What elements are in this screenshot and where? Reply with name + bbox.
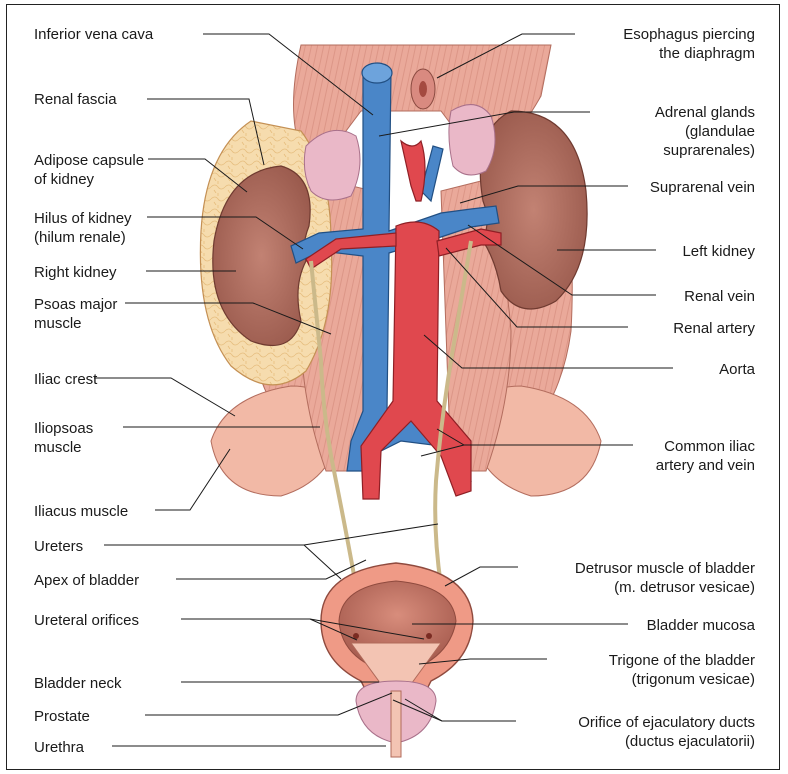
label-line: suprarenales) xyxy=(655,141,755,160)
label-line: Esophagus piercing xyxy=(623,25,755,44)
label-line: Left kidney xyxy=(682,242,755,261)
label-line: (m. detrusor vesicae) xyxy=(575,578,755,597)
label-line: muscle xyxy=(34,438,93,457)
label-line: Detrusor muscle of bladder xyxy=(575,559,755,578)
label-right-kidney: Right kidney xyxy=(34,263,117,282)
label-line: Iliopsoas xyxy=(34,419,93,438)
label-line: artery and vein xyxy=(656,456,755,475)
label-renal-fascia: Renal fascia xyxy=(34,90,117,109)
label-line: Iliacus muscle xyxy=(34,502,128,521)
label-line: Urethra xyxy=(34,738,84,757)
label-line: Bladder neck xyxy=(34,674,122,693)
label-ejaculatory-ducts: Orifice of ejaculatory ducts(ductus ejac… xyxy=(578,713,755,751)
label-line: Adrenal glands xyxy=(655,103,755,122)
label-line: Hilus of kidney xyxy=(34,209,132,228)
esophagus xyxy=(411,69,435,109)
label-bladder-mucosa: Bladder mucosa xyxy=(647,616,755,635)
label-line: Renal fascia xyxy=(34,90,117,109)
label-line: Apex of bladder xyxy=(34,571,139,590)
label-apex-of-bladder: Apex of bladder xyxy=(34,571,139,590)
label-renal-artery: Renal artery xyxy=(673,319,755,338)
label-line: Prostate xyxy=(34,707,90,726)
label-line: (glandulae xyxy=(655,122,755,141)
label-ureters: Ureters xyxy=(34,537,83,556)
label-line: Psoas major xyxy=(34,295,117,314)
label-line: Aorta xyxy=(719,360,755,379)
label-bladder-neck: Bladder neck xyxy=(34,674,122,693)
label-aorta: Aorta xyxy=(719,360,755,379)
label-line: Adipose capsule xyxy=(34,151,144,170)
label-suprarenal-vein: Suprarenal vein xyxy=(650,178,755,197)
label-line: Iliac crest xyxy=(34,370,97,389)
label-line: Renal artery xyxy=(673,319,755,338)
label-hilus-of-kidney: Hilus of kidney(hilum renale) xyxy=(34,209,132,247)
label-line: the diaphragm xyxy=(623,44,755,63)
label-renal-vein: Renal vein xyxy=(684,287,755,306)
label-line: Renal vein xyxy=(684,287,755,306)
label-iliacus-muscle: Iliacus muscle xyxy=(34,502,128,521)
figure-frame: Inferior vena cava Renal fascia Adipose … xyxy=(6,4,780,770)
label-prostate: Prostate xyxy=(34,707,90,726)
label-line: Bladder mucosa xyxy=(647,616,755,635)
label-left-kidney: Left kidney xyxy=(682,242,755,261)
label-line: Common iliac xyxy=(656,437,755,456)
label-line: of kidney xyxy=(34,170,144,189)
label-line: Inferior vena cava xyxy=(34,25,153,44)
label-inferior-vena-cava: Inferior vena cava xyxy=(34,25,153,44)
label-line: Ureters xyxy=(34,537,83,556)
label-line: (ductus ejaculatorii) xyxy=(578,732,755,751)
label-line: (hilum renale) xyxy=(34,228,132,247)
label-trigone: Trigone of the bladder(trigonum vesicae) xyxy=(609,651,755,689)
label-line: muscle xyxy=(34,314,117,333)
label-line: Right kidney xyxy=(34,263,117,282)
label-iliac-crest: Iliac crest xyxy=(34,370,97,389)
label-ureteral-orifices: Ureteral orifices xyxy=(34,611,139,630)
label-urethra: Urethra xyxy=(34,738,84,757)
label-line: Ureteral orifices xyxy=(34,611,139,630)
label-detrusor-muscle: Detrusor muscle of bladder(m. detrusor v… xyxy=(575,559,755,597)
label-line: Orifice of ejaculatory ducts xyxy=(578,713,755,732)
label-line: Suprarenal vein xyxy=(650,178,755,197)
label-line: (trigonum vesicae) xyxy=(609,670,755,689)
label-line: Trigone of the bladder xyxy=(609,651,755,670)
